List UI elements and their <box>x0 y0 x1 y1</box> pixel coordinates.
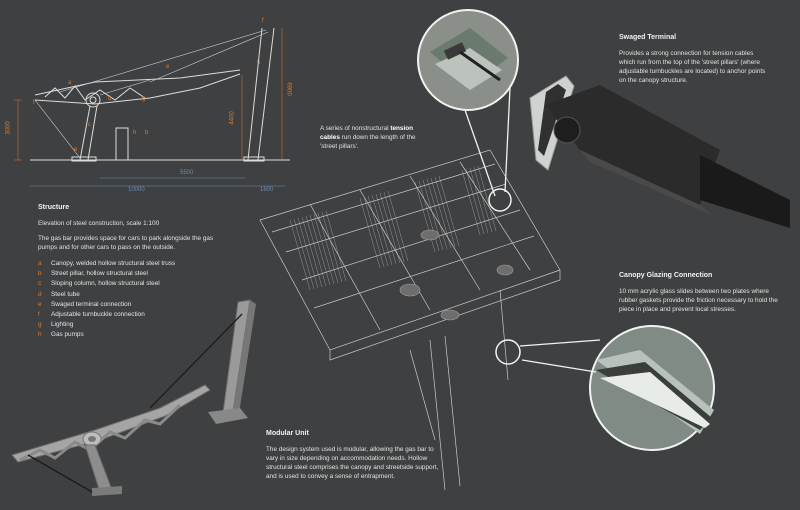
structure-desc: The gas bar provides space for cars to p… <box>38 235 214 251</box>
label-e-2: e <box>166 64 170 70</box>
glazing-text: 10 mm acrylic glass slides between two p… <box>619 288 778 313</box>
label-f-2: f <box>262 18 264 24</box>
structure-scale: Elevation of steel construction, scale 1… <box>38 220 160 227</box>
dim-10000: 10000 <box>128 187 145 193</box>
swaged-text: Provides a strong connection for tension… <box>619 50 766 84</box>
structure-section: Structure Elevation of steel constructio… <box>38 204 248 341</box>
dim-4400: 4400 <box>229 111 236 125</box>
label-c: c <box>88 122 91 128</box>
swaged-title: Swaged Terminal <box>619 34 677 41</box>
label-a-1: a <box>68 80 72 86</box>
dim-1600: 1600 <box>260 187 274 193</box>
dim-3000: 3000 <box>5 121 12 135</box>
dim-6900: 6900 <box>285 82 292 96</box>
label-f-1: f <box>33 100 35 106</box>
elevation-drawing: a b c d e f g h e f b 3000 4400 6900 550… <box>0 0 320 200</box>
glazing-section: Canopy Glazing Connection 10 mm acrylic … <box>619 272 787 314</box>
canopy-wireframe <box>250 140 580 510</box>
model-render <box>0 290 290 510</box>
modular-text: The design system used is modular, allow… <box>266 446 439 480</box>
label-b-2: b <box>145 130 149 136</box>
label-e-1: e <box>74 147 78 153</box>
label-d: d <box>108 96 112 102</box>
dim-5500: 5500 <box>180 170 194 176</box>
swaged-section: Swaged Terminal Provides a strong connec… <box>619 34 769 85</box>
modular-section: Modular Unit The design system used is m… <box>266 430 441 481</box>
label-b-1: b <box>257 60 261 66</box>
glazing-title: Canopy Glazing Connection <box>619 272 713 279</box>
label-h: h <box>133 130 137 136</box>
structure-title: Structure <box>38 204 70 211</box>
modular-title: Modular Unit <box>266 430 309 437</box>
label-g: g <box>142 96 146 102</box>
cables-note: A series of nonstructural tension cables… <box>320 125 416 150</box>
